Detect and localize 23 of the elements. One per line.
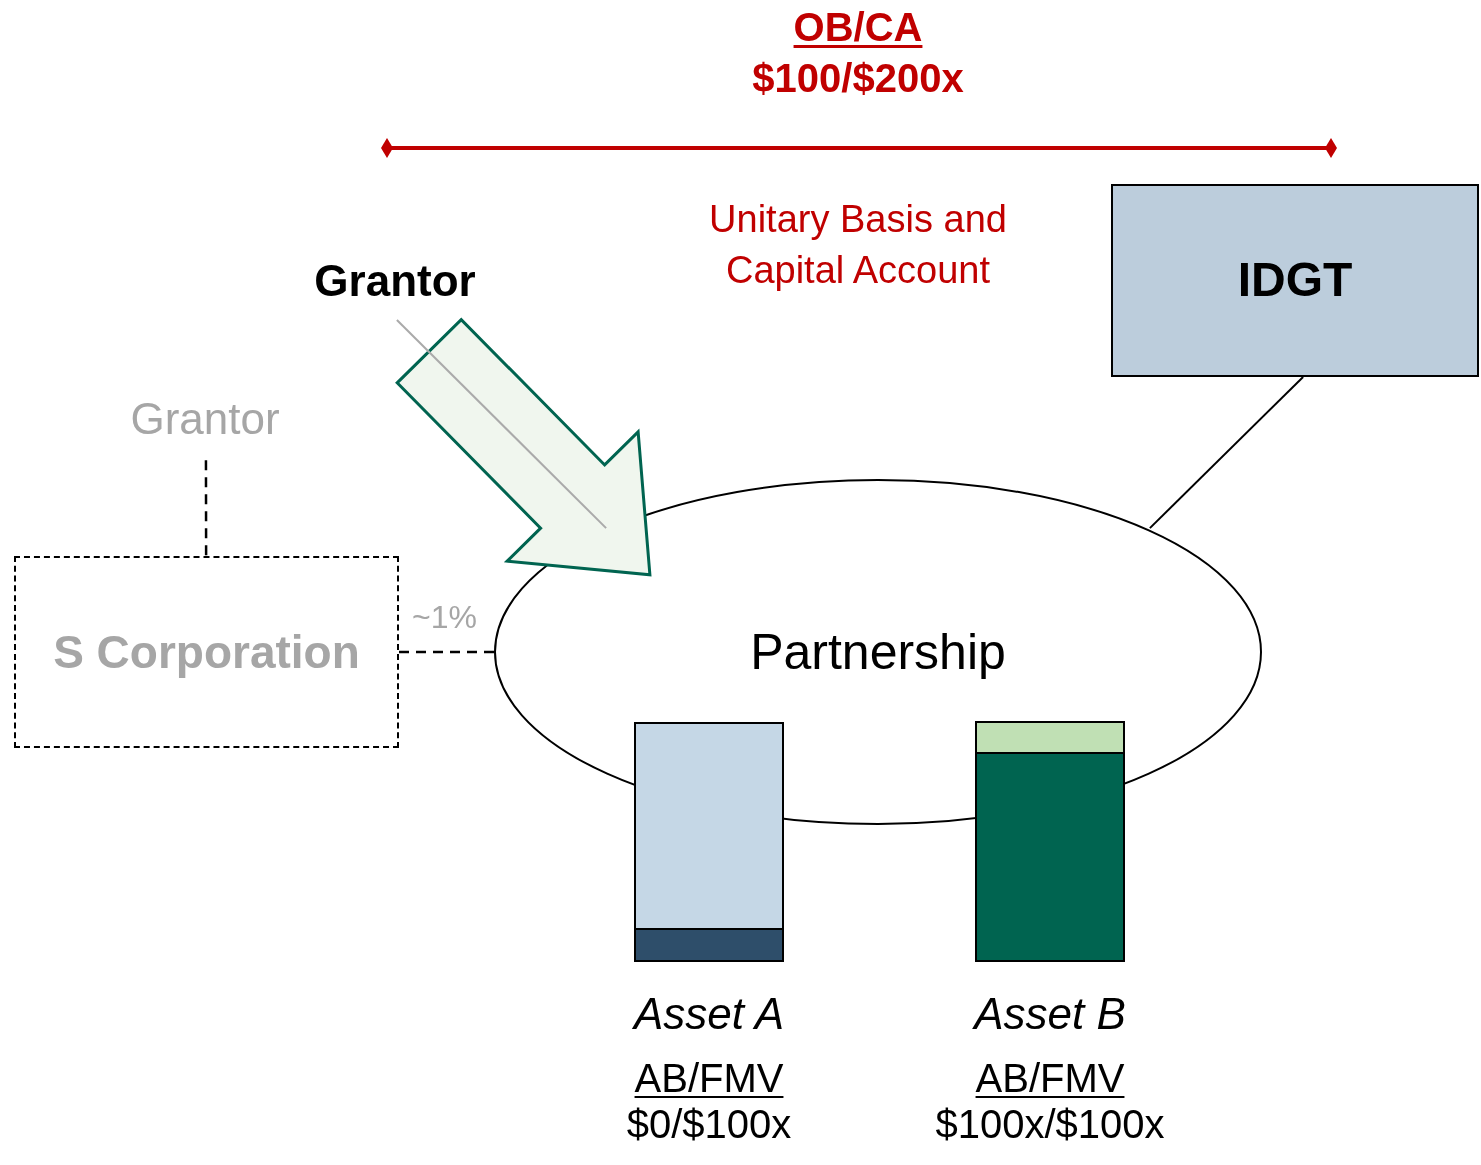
note-text: Unitary Basis and Capital Account [708, 197, 1008, 293]
stacked-bar [975, 721, 1125, 962]
dashed-connector [399, 650, 494, 654]
dashed-connector [204, 460, 208, 556]
node-label: Grantor [314, 256, 476, 306]
asset-name: Asset B [974, 990, 1126, 1039]
connector-line [395, 319, 608, 530]
node-label: Grantor [130, 395, 280, 444]
node-label: S Corporation [53, 626, 360, 678]
dashed-box [14, 556, 399, 748]
column-heading: AB/FMV [975, 1056, 1125, 1101]
column-heading: AB/FMV [634, 1056, 784, 1101]
value-text: $100/$200x [751, 55, 965, 102]
node-label: Partnership [750, 624, 1006, 680]
asset-name: Asset A [634, 990, 784, 1039]
heading: OB/CA [792, 4, 924, 51]
value-text: $100x/$100x [935, 1102, 1165, 1147]
value-text: $0/$100x [626, 1102, 792, 1147]
connector-line [1148, 376, 1305, 530]
entity-box [1111, 184, 1479, 377]
stacked-bar [634, 722, 784, 962]
block-arrow [395, 317, 652, 577]
node-label: IDGT [1237, 254, 1353, 307]
